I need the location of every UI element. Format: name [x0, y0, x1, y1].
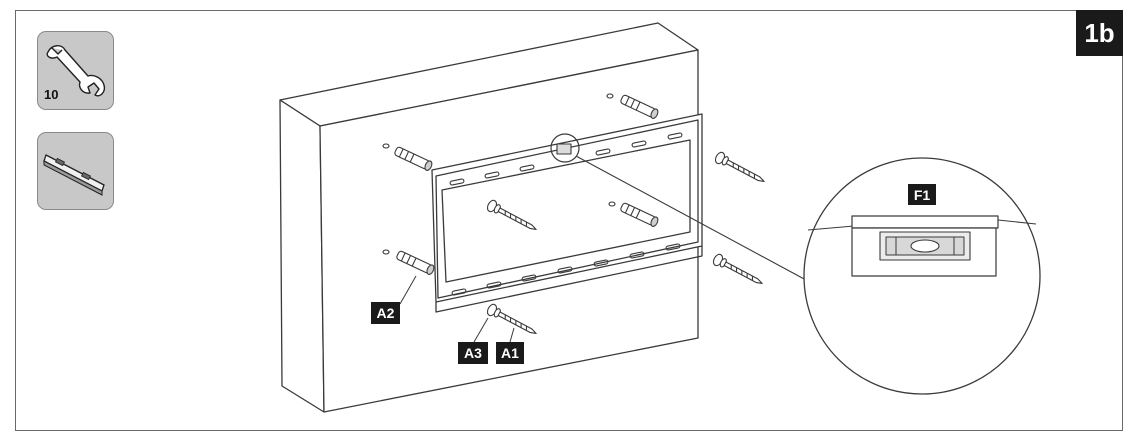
zoom-leader-line — [575, 155, 807, 281]
wrench-tool-tile: 10 — [37, 31, 114, 110]
zoom-detail-circle — [803, 157, 1041, 395]
label-f1: F1 — [908, 184, 936, 205]
step-badge: 1b — [1076, 10, 1123, 56]
wall-plugs — [382, 93, 659, 275]
figure-frame — [15, 10, 1123, 431]
label-a3: A3 — [458, 342, 488, 364]
label-a2: A2 — [371, 302, 400, 324]
level-tool-tile — [37, 132, 114, 210]
wall-bracket — [431, 113, 703, 313]
screws-with-washers — [486, 151, 765, 335]
wrench-size-label: 10 — [44, 87, 59, 102]
label-a1: A1 — [496, 342, 524, 364]
spirit-level-icon — [43, 154, 105, 196]
detail-highlight-circle — [550, 133, 580, 163]
wrench-icon — [46, 45, 106, 97]
